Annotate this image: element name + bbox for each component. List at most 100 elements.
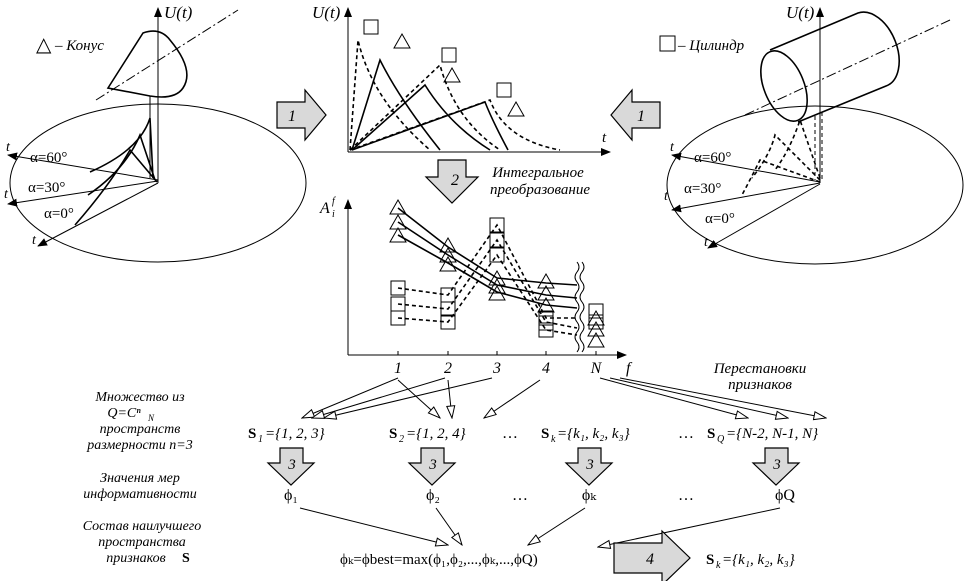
cone-series-1	[397, 207, 578, 286]
step2-arrow	[424, 159, 480, 204]
fan-N-to-sQ-1	[599, 377, 748, 418]
feature-ticks: 1 2 3 4 N	[394, 351, 603, 377]
set-1-name: S	[248, 426, 256, 442]
cylinder-axis-line	[744, 19, 951, 116]
fan-arrows	[302, 377, 826, 418]
step3-label-4: 3	[772, 457, 781, 473]
cylinder-ellipse	[666, 105, 964, 265]
tick-2: 2	[444, 360, 452, 377]
feature-x-label: f	[626, 360, 633, 377]
step4-label: 4	[646, 551, 654, 568]
cylinder-t-axis-30	[671, 182, 821, 213]
cylinder-t-label-60: t	[670, 140, 675, 155]
step3-label-2: 3	[428, 457, 437, 473]
signal-square-marker-3	[496, 82, 512, 98]
cone-markers	[389, 198, 605, 348]
feature-chart: A f i f 1 2 3 4 N	[319, 196, 633, 377]
step3-arrow-3	[564, 447, 614, 486]
step2-caption-1: Интегральное	[491, 165, 584, 181]
fan-3-to-s1	[324, 377, 493, 418]
cylinder-angle-60: α=60°	[694, 150, 731, 166]
feature-y-label-sup: f	[332, 196, 336, 207]
feature-y-label: A	[319, 200, 330, 217]
cyl-marker-2b	[440, 301, 456, 317]
cylinder-curve-60	[774, 117, 821, 179]
result-sub: k	[716, 560, 721, 571]
step-arrows-top: 1 1 2 Интегральное преобразование	[276, 88, 661, 204]
phi-dots-1: …	[512, 487, 528, 504]
cylinder-body	[769, 11, 900, 123]
step4-arrow	[613, 529, 691, 581]
step2-label: 2	[451, 172, 459, 189]
fan-4-to-s2	[484, 379, 541, 418]
set-label-3: пространств	[100, 422, 181, 437]
step3-arrows: 3 3 3 3	[266, 447, 801, 486]
cone-marker-2c	[439, 255, 457, 272]
cone-marker-2b	[439, 246, 457, 263]
signal-cone-curve-3	[351, 100, 509, 151]
axis-break-2	[579, 261, 585, 353]
fan-2-to-s2	[448, 379, 452, 418]
fan-N-to-sQ-3	[619, 377, 826, 418]
cone-t-label-30: t	[4, 187, 9, 202]
signal-cone-curve-1	[351, 57, 441, 151]
step2-caption-2: преобразование	[490, 182, 590, 198]
signal-cyl-curve-2	[349, 63, 501, 151]
set-label-4: размерности n=3	[86, 438, 192, 453]
cyl-marker-1a	[390, 280, 406, 296]
cylinder-panel: U(t) – Цилиндр t t t α=60° α=30° α=0°	[659, 3, 964, 265]
signal-triangle-marker-1	[393, 32, 411, 49]
phi-dots-2: …	[678, 487, 694, 504]
permutation-label-2: признаков	[728, 377, 792, 393]
conv-phi2	[435, 507, 462, 545]
signal-cone-curve-2	[351, 83, 491, 151]
step3-label-3: 3	[585, 457, 594, 473]
set-label-2: Q=Cⁿ	[107, 406, 141, 421]
cone-marker-Nc	[587, 331, 605, 348]
step3-label-1: 3	[287, 457, 296, 473]
left-labels: Множество из Q=Cⁿ N пространств размерно…	[83, 390, 202, 566]
cone-t-label-0: t	[32, 233, 37, 248]
cone-t-label-60: t	[6, 140, 11, 155]
cylinder-t-axis-0	[707, 183, 821, 249]
signal-cyl-curve-1	[349, 39, 431, 151]
cone-marker-4b	[537, 284, 555, 301]
set-2-value: ={1, 2, 4}	[406, 426, 466, 442]
cone-marker-4c	[537, 296, 555, 313]
set-k-name: S	[541, 426, 549, 442]
cylinder-angle-30: α=30°	[684, 181, 721, 197]
sets-row: S 1 ={1, 2, 3} S 2 ={1, 2, 4} … S k ={k₁…	[248, 425, 818, 445]
set-Q-sub: Q	[717, 434, 725, 445]
cyl-marker-3b	[489, 232, 505, 248]
formula: ϕₖ=ϕbest=max(ϕ₁,ϕ₂,...,ϕₖ,...,ϕQ)	[340, 552, 538, 568]
cone-legend-triangle: △	[36, 34, 52, 56]
set-1-sub: 1	[258, 434, 263, 445]
best-label-1: Состав наилучшего	[83, 519, 202, 534]
fan-N-to-sQ-2	[609, 377, 788, 418]
step3-arrow-4	[751, 447, 801, 486]
result-name: S	[706, 552, 714, 568]
cone-angle-30: α=30°	[28, 180, 65, 196]
phi-1: ϕ₁	[284, 487, 298, 504]
cone-u-label: U(t)	[164, 3, 193, 22]
phi-k: ϕₖ	[582, 487, 597, 504]
step3-arrow-1	[266, 447, 316, 486]
cylinder-t-label-0: t	[704, 235, 709, 250]
feature-y-label-sub: i	[332, 209, 335, 220]
set-k-sub: k	[551, 434, 556, 445]
set-Q-name: S	[707, 426, 715, 442]
cyl-marker-2c	[440, 314, 456, 330]
cyl-marker-Nb	[588, 314, 604, 330]
cylinder-legend-square	[659, 35, 676, 52]
set-label-1: Множество из	[94, 390, 185, 405]
cone-marker-1c	[389, 226, 407, 243]
cyl-marker-4c	[538, 322, 554, 338]
cylinder-angle-0: α=0°	[705, 211, 735, 227]
set-2-name: S	[389, 426, 397, 442]
cone-panel: U(t) △ – Конус t t t α=60° α=30° α=0°	[4, 3, 307, 263]
cyl-marker-Na	[588, 303, 604, 319]
permutation-label-1: Перестановки	[713, 361, 807, 377]
best-label-S: S	[182, 551, 190, 566]
cone-series-3	[397, 234, 578, 309]
cylinder-t-label-30: t	[664, 189, 669, 204]
